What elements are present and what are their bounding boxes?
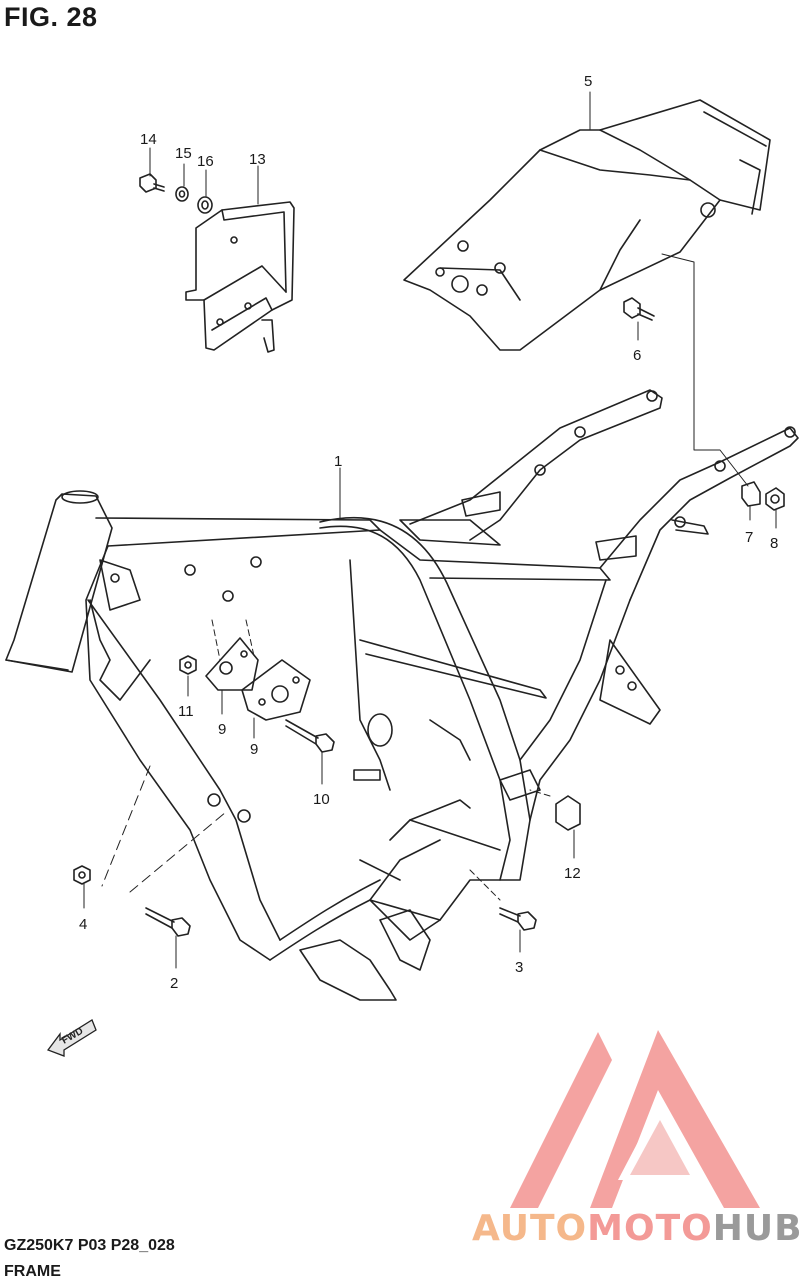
part-label-11: 11 bbox=[178, 703, 194, 720]
plate-9-upper bbox=[205, 637, 259, 691]
part-label-15: 15 bbox=[175, 145, 192, 162]
cushion-16 bbox=[197, 196, 213, 214]
bolt-10 bbox=[285, 719, 335, 753]
part-label-1: 1 bbox=[334, 453, 342, 470]
part-label-4: 4 bbox=[79, 916, 87, 933]
part-labels: 1 2 3 4 5 6 7 8 9 10 11 12 13 14 15 16 9 bbox=[79, 73, 778, 992]
part-label-10: 10 bbox=[313, 791, 330, 808]
bolt-2 bbox=[145, 907, 191, 937]
brand-auto: AUTO bbox=[472, 1208, 588, 1249]
collar-7 bbox=[741, 481, 761, 507]
brand-hub: HUB bbox=[712, 1208, 800, 1249]
bolt-14 bbox=[139, 173, 165, 193]
part-label-3: 3 bbox=[515, 959, 523, 976]
leader-lines bbox=[83, 91, 777, 969]
nut-11 bbox=[179, 655, 197, 675]
washer-15 bbox=[175, 186, 189, 202]
cap-12 bbox=[555, 795, 581, 831]
part-label-12: 12 bbox=[564, 865, 581, 882]
rear-fender-5 bbox=[403, 99, 771, 351]
part-label-13: 13 bbox=[249, 151, 266, 168]
nut-8 bbox=[765, 487, 785, 511]
part-label-5: 5 bbox=[584, 73, 592, 90]
part-label-6: 6 bbox=[633, 347, 641, 364]
bolt-6 bbox=[623, 297, 655, 321]
part-label-7: 7 bbox=[745, 529, 753, 546]
figure-title: FIG. 28 bbox=[4, 2, 98, 32]
part-label-8: 8 bbox=[770, 535, 778, 552]
diagram-name: FRAME bbox=[4, 1263, 61, 1280]
plate-9-lower bbox=[241, 659, 311, 721]
main-frame-1 bbox=[5, 389, 799, 1001]
watermark-logo-icon bbox=[510, 1030, 760, 1208]
part-label-14: 14 bbox=[140, 131, 157, 148]
nut-4 bbox=[73, 865, 91, 885]
bolt-3 bbox=[499, 907, 537, 931]
bracket-13 bbox=[185, 201, 295, 353]
watermark-brand: AUTOMOTOHUB bbox=[472, 1208, 800, 1249]
part-label-9-upper: 9 bbox=[218, 721, 226, 738]
part-label-9-lower: 9 bbox=[250, 741, 258, 758]
fwd-arrow: FWD bbox=[46, 1019, 97, 1057]
part-label-16: 16 bbox=[197, 153, 214, 170]
diagram-code: GZ250K7 P03 P28_028 bbox=[4, 1237, 175, 1254]
brand-moto: MOTO bbox=[587, 1208, 713, 1249]
part-label-2: 2 bbox=[170, 975, 178, 992]
